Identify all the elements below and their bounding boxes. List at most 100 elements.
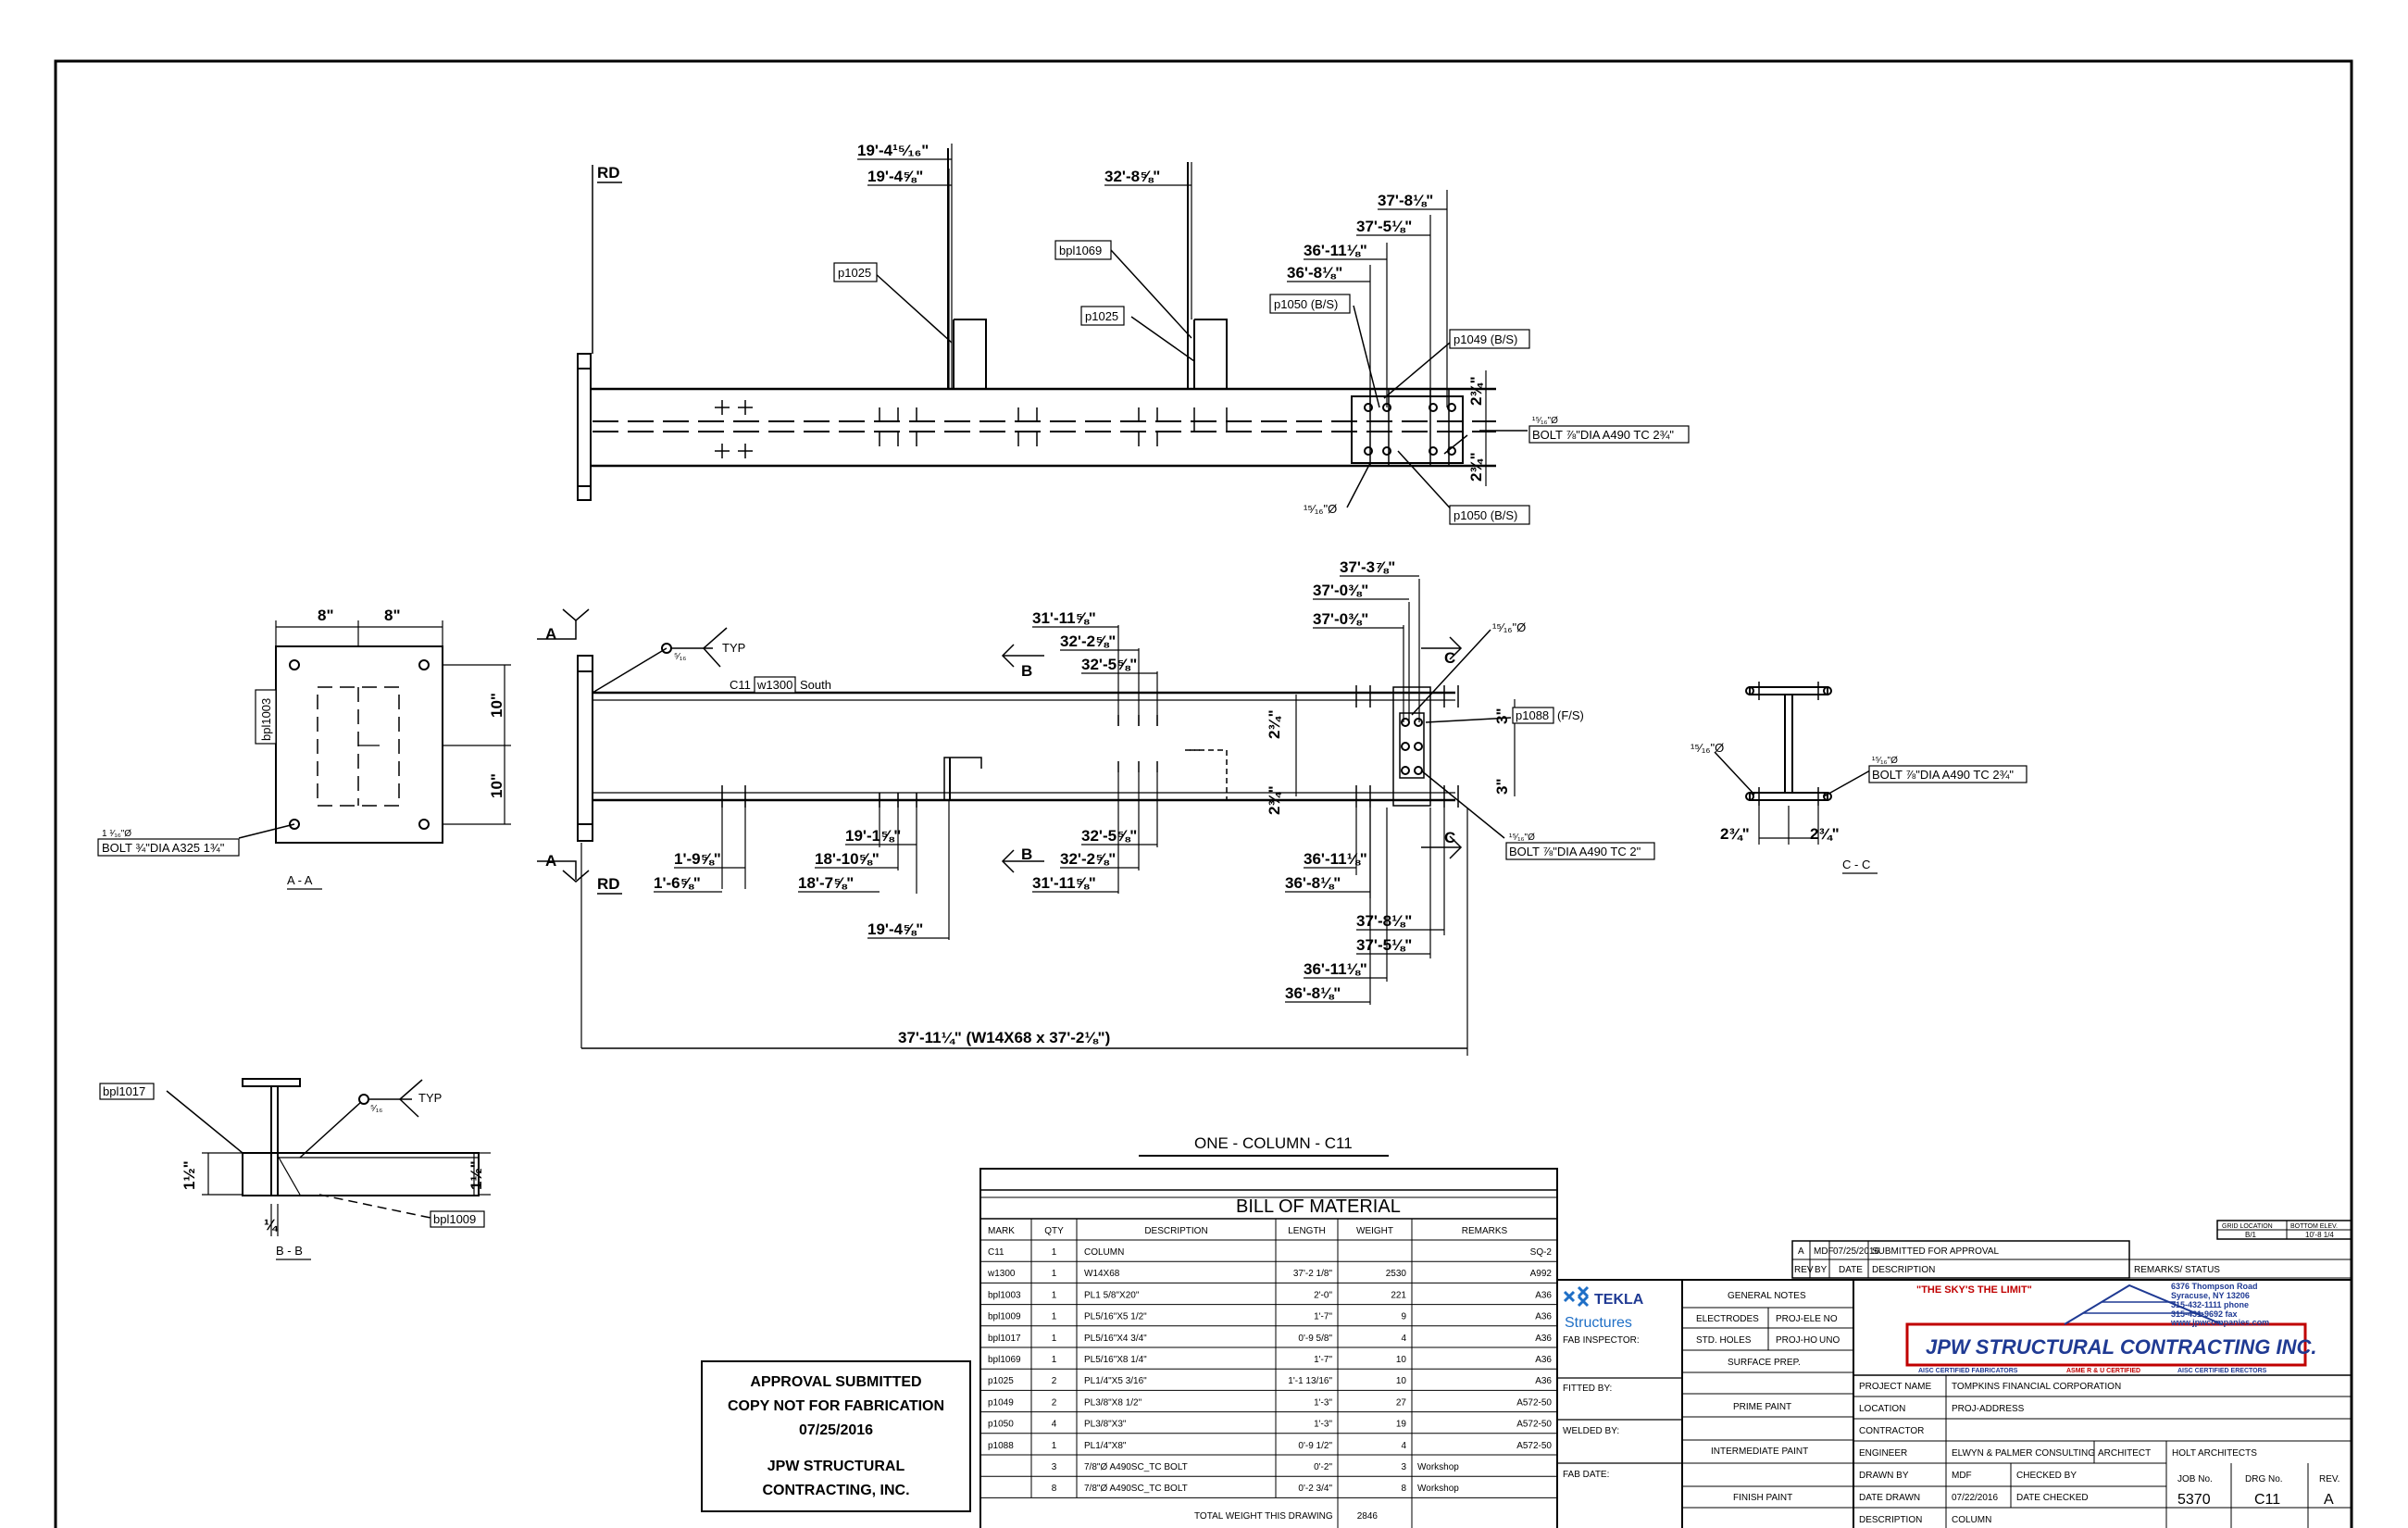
front-bolt-spec: BOLT ⅞"DIA A490 TC 2"	[1509, 845, 1641, 858]
bom-description: PL1/4"X5 3/16"	[1084, 1376, 1147, 1386]
bom-header-weight: WEIGHT	[1356, 1226, 1393, 1236]
location: PROJ-ADDRESS	[1952, 1404, 2025, 1414]
aa-tag: bpl1003	[259, 698, 273, 741]
approval-line-2: COPY NOT FOR FABRICATION	[728, 1398, 944, 1414]
front-dim-top-3: 37'-0⅜"	[1313, 610, 1368, 628]
bom-remarks: Workshop	[1417, 1484, 1459, 1494]
tekla-logo: TEKLA	[1594, 1292, 1644, 1308]
bom-weight: 27	[1396, 1397, 1407, 1408]
bom-total-value: 2846	[1357, 1511, 1379, 1522]
top-vdim-1: 2¾"	[1467, 376, 1485, 406]
tag-p1050-bs-bottom: p1050 (B/S)	[1454, 508, 1517, 522]
bom-header-mark: MARK	[988, 1226, 1015, 1236]
company-slogan: "THE SKY'S THE LIMIT"	[1916, 1284, 2032, 1296]
section-aa-labels: 8" 8" 10" 10" bpl1003 1 ¹⁄₁₆"Ø BOLT ¾"DI…	[97, 607, 505, 890]
front-dim-top-5: 32'-2⅝"	[1060, 632, 1116, 650]
company-addr-1: 6376 Thompson Road	[2171, 1282, 2258, 1291]
front-dim-bl-6: 19'-4⅝"	[867, 921, 923, 938]
std-holes: STD. HOLES	[1696, 1335, 1752, 1346]
tag-p1050-bs-top: p1050 (B/S)	[1274, 297, 1338, 311]
front-view	[537, 579, 1516, 1056]
bom-length: 1'-7"	[1314, 1355, 1332, 1365]
front-vdim-4: 3"	[1493, 778, 1511, 795]
company-phone: 315-432-1111 phone	[2171, 1300, 2249, 1309]
aa-note-1: 1 ¹⁄₁₆"Ø	[102, 829, 131, 839]
bom-weight: 9	[1401, 1312, 1406, 1322]
std-holes-tail: UNO	[1819, 1335, 1840, 1346]
front-dim-bl-2: 18'-10⅝"	[815, 850, 880, 868]
rev-value-main: A	[2324, 1492, 2334, 1508]
bom-title: BILL OF MATERIAL	[1236, 1196, 1401, 1217]
bom-description: COLUMN	[1084, 1247, 1124, 1258]
bom-mark: w1300	[987, 1269, 1016, 1279]
welded-by: WELDED BY:	[1563, 1426, 1619, 1436]
bom-remarks: A572-50	[1516, 1420, 1552, 1430]
project-name: TOMPKINS FINANCIAL CORPORATION	[1952, 1382, 2121, 1392]
aa-note-2: BOLT ¾"DIA A325 1¾"	[102, 841, 225, 855]
bom-remarks: A36	[1535, 1290, 1552, 1300]
checked-by-label: CHECKED BY	[2016, 1471, 2077, 1481]
member-tag: w1300	[756, 678, 792, 692]
title-block-labels: TEKLA Structures FAB INSPECTOR: FITTED B…	[1563, 1223, 2339, 1525]
rev-date: 07/25/2016	[1833, 1246, 1879, 1257]
bom-description: PL5/16"X8 1/4"	[1084, 1355, 1147, 1365]
front-dim-br-1: 36'-11⅛"	[1304, 850, 1367, 868]
bom-remarks: Workshop	[1417, 1462, 1459, 1472]
job-no-label: JOB No.	[2177, 1474, 2213, 1484]
bom-qty: 1	[1052, 1290, 1057, 1300]
front-dim-bl-4: 1'-9⅝"	[674, 850, 721, 868]
bom-description: PL5/16"X4 3/4"	[1084, 1334, 1147, 1344]
grid-v2: 10'-8 1/4	[2305, 1231, 2334, 1239]
front-dim-br-6: 36'-8⅛"	[1285, 984, 1341, 1002]
rd-label: RD	[597, 164, 620, 182]
bom-mark: bpl1003	[988, 1290, 1021, 1300]
member-prefix: C11	[730, 678, 751, 692]
tekla-structures: Structures	[1565, 1315, 1632, 1331]
bom-length: 1'-3"	[1314, 1397, 1332, 1408]
bom-mark: bpl1069	[988, 1355, 1021, 1365]
grid-h2: BOTTOM ELEV.	[2290, 1223, 2338, 1230]
bom-weight: 2530	[1386, 1269, 1407, 1279]
section-a-top: A	[545, 625, 556, 643]
front-plate-tag: p1088	[1516, 708, 1549, 722]
bom-description: 7/8"Ø A490SC_TC BOLT	[1084, 1484, 1188, 1494]
fab-date: FAB DATE:	[1563, 1470, 1609, 1480]
bom-remarks: A992	[1530, 1269, 1553, 1279]
approval-line-4: JPW STRUCTURAL	[767, 1459, 905, 1474]
cc-note-1: ¹⁵⁄₁₆"Ø	[1872, 756, 1898, 766]
bom-header-description: DESCRIPTION	[1144, 1226, 1207, 1236]
cc-dim-2: 2¾"	[1810, 825, 1840, 843]
bom-mark: bpl1009	[988, 1312, 1021, 1322]
bom-remarks: A36	[1535, 1334, 1552, 1344]
bb-label: B - B	[276, 1244, 303, 1258]
contractor-label: CONTRACTOR	[1859, 1426, 1924, 1436]
std-holes-val: PROJ-HO	[1776, 1335, 1817, 1346]
bom-remarks: A36	[1535, 1355, 1552, 1365]
approval-box: APPROVAL SUBMITTED COPY NOT FOR FABRICAT…	[701, 1360, 971, 1512]
cc-dim-1: 2¾"	[1720, 825, 1750, 843]
front-dim-top-6: 32'-5⅝"	[1081, 656, 1137, 673]
bom-remarks: A36	[1535, 1312, 1552, 1322]
cc-hole: ¹⁵⁄₁₆"Ø	[1691, 741, 1724, 755]
top-view	[577, 144, 1528, 515]
bom-qty: 2	[1052, 1397, 1057, 1408]
architect-label: ARCHITECT	[2098, 1448, 2151, 1459]
bom-header-remarks: REMARKS	[1462, 1226, 1508, 1236]
bom-mark: p1088	[988, 1441, 1014, 1451]
front-dim-top-4: 31'-11⅝"	[1032, 609, 1096, 627]
top-view-labels: RD 19'-4¹⁵⁄₁₆" 19'-4⅝" 32'-8⅝" 37'-8⅛" 3…	[597, 142, 1690, 525]
top-bolt-hole: ¹⁵⁄₁₆"Ø	[1532, 416, 1558, 426]
section-a-bottom: A	[545, 852, 556, 870]
bb-typ: TYP	[418, 1091, 442, 1105]
engineer: ELWYN & PALMER CONSULTING	[1952, 1448, 2095, 1459]
bom-qty: 8	[1052, 1484, 1057, 1494]
company-web: www.jpwcompanies.com	[2170, 1318, 2269, 1327]
front-dim-bl-3: 18'-7⅝"	[798, 874, 854, 892]
